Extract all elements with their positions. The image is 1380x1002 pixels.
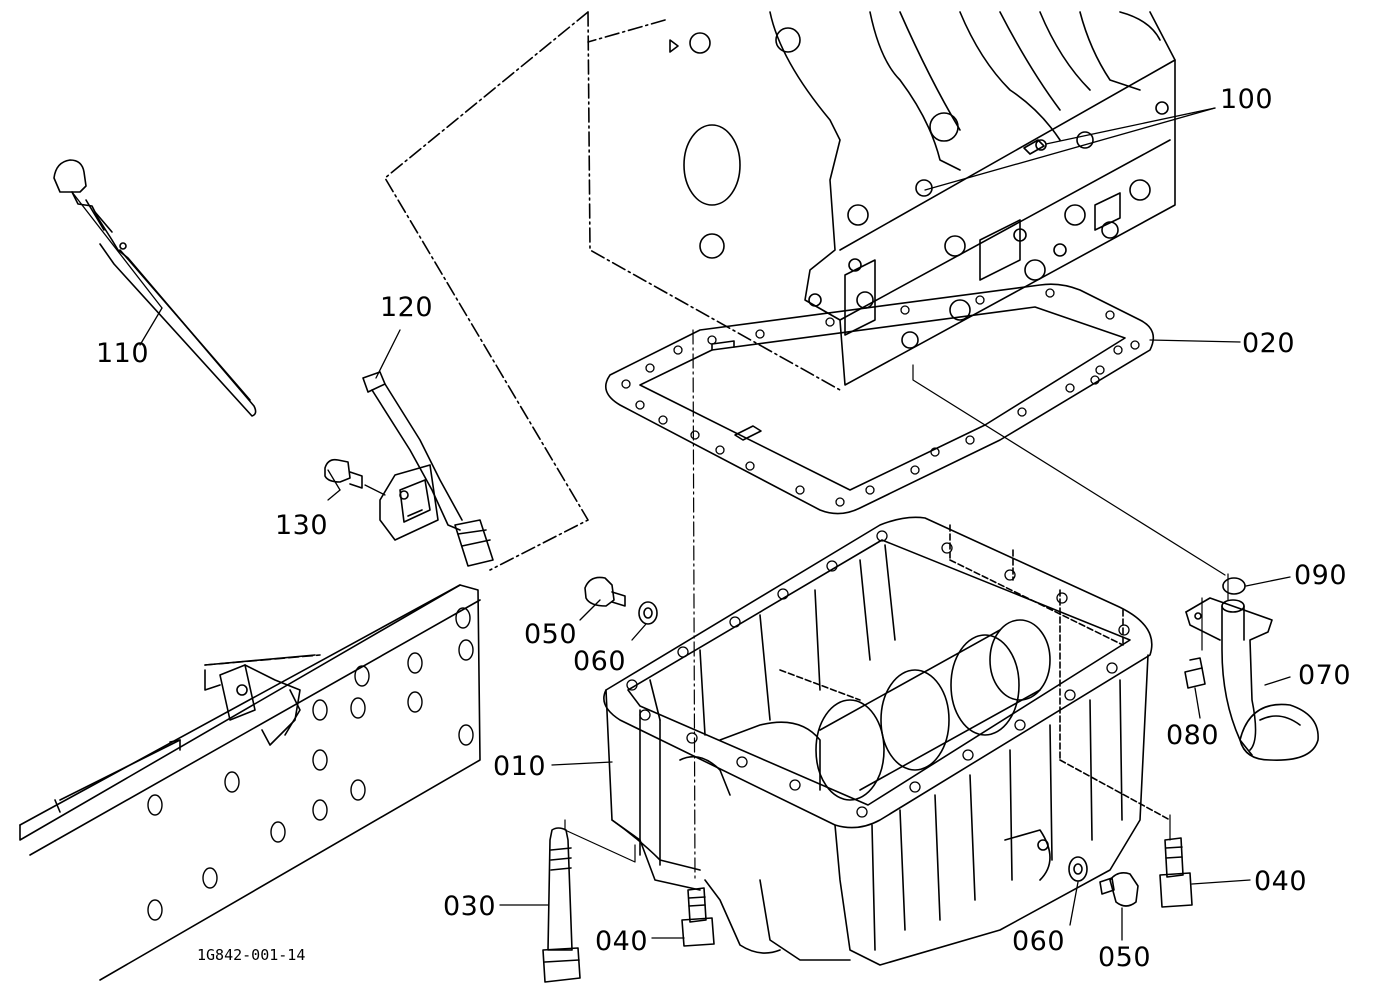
part-label-130: 130	[275, 510, 329, 541]
part-label-120: 120	[380, 292, 434, 323]
part-label-060-lower: 060	[1012, 926, 1066, 957]
o-ring	[1223, 578, 1245, 594]
leader-lines	[72, 108, 1290, 940]
part-label-030: 030	[443, 891, 497, 922]
stud-bolt	[543, 828, 580, 982]
part-label-090: 090	[1294, 560, 1348, 591]
engine-block	[385, 12, 1175, 570]
oil-strainer	[1186, 598, 1318, 760]
part-label-080: 080	[1166, 720, 1220, 751]
oil-pan-bolt-left	[682, 888, 714, 946]
strainer-bolt	[1185, 658, 1205, 688]
oil-pan	[604, 517, 1170, 965]
part-label-060-upper: 060	[573, 646, 627, 677]
oil-pan-gasket	[606, 284, 1154, 513]
drain-plug-upper	[585, 577, 625, 606]
part-label-100: 100	[1220, 84, 1274, 115]
part-label-010: 010	[493, 751, 547, 782]
side-frame	[20, 585, 480, 980]
sealing-washer-upper	[639, 602, 657, 624]
drain-plug-lower	[1100, 873, 1138, 906]
dipstick-guide	[363, 372, 493, 566]
part-label-050-lower: 050	[1098, 942, 1152, 973]
sealing-washer-lower	[1069, 857, 1087, 881]
bracket-bolt	[325, 460, 362, 488]
part-label-040-right: 040	[1254, 866, 1308, 897]
oil-dipstick	[54, 160, 256, 416]
part-label-020: 020	[1242, 328, 1296, 359]
oil-pan-bolt-right	[1160, 838, 1192, 907]
part-label-070: 070	[1298, 660, 1352, 691]
part-label-050-upper: 050	[524, 619, 578, 650]
part-label-110: 110	[96, 338, 150, 369]
assembly-lines	[565, 330, 1228, 880]
part-label-040-left: 040	[595, 926, 649, 957]
drawing-code: 1G842-001-14	[197, 946, 306, 964]
